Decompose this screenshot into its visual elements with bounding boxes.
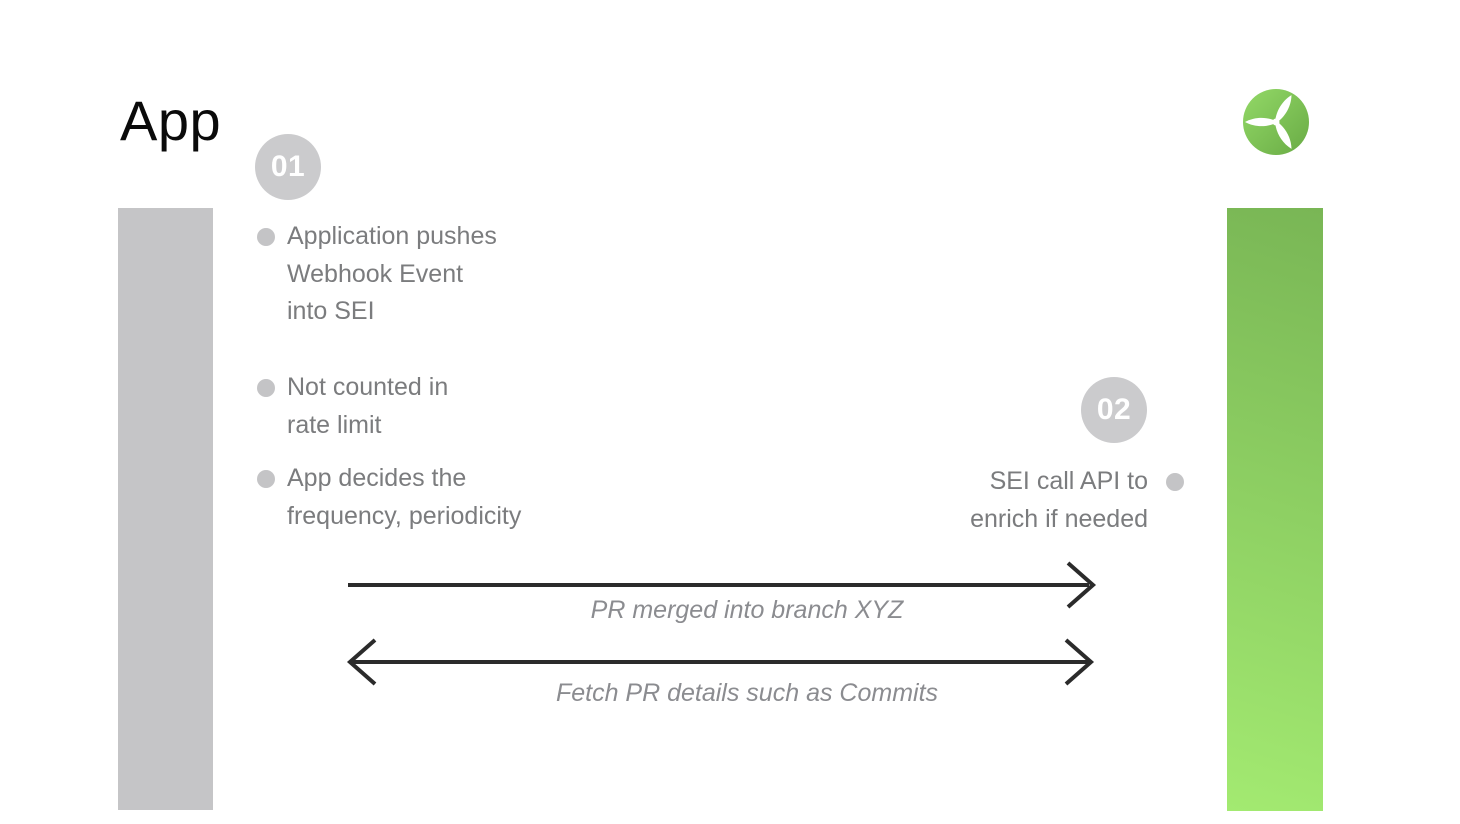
- list-item: Application pushes Webhook Event into SE…: [257, 218, 497, 331]
- note-text: Not counted in rate limit: [287, 373, 449, 439]
- step-badge-01: 01: [255, 134, 321, 200]
- list-item: SEI call API to enrich if needed: [970, 463, 1184, 538]
- app-lane-bar: [118, 208, 213, 810]
- arrows-layer: [346, 561, 1097, 686]
- list-item: App decides the frequency, periodicity: [257, 460, 521, 535]
- note-text: App decides the frequency, periodicity: [287, 464, 522, 530]
- step-badge-02-label: 02: [1096, 393, 1132, 426]
- sei-lane-bar: [1227, 208, 1323, 811]
- arrow-fetch-details: [346, 638, 1095, 686]
- arrow-label-backward: Fetch PR details such as Commits: [555, 679, 939, 707]
- note-text: SEI call API to enrich if needed: [970, 467, 1148, 533]
- bullet-dot-icon: [257, 379, 275, 397]
- arrow-label-forward: PR merged into branch XYZ: [590, 596, 904, 624]
- note-text: Application pushes Webhook Event into SE…: [287, 222, 497, 325]
- step-badge-01-label: 01: [270, 150, 306, 183]
- step-badge-02: 02: [1081, 377, 1147, 443]
- list-item: Not counted in rate limit: [257, 369, 448, 444]
- bullet-dot-icon: [257, 228, 275, 246]
- page-title: App: [120, 89, 222, 152]
- bullet-dot-icon: [257, 470, 275, 488]
- arrow-pr-merged: [348, 561, 1097, 609]
- bullet-dot-icon: [1166, 473, 1184, 491]
- propeller-logo-icon: [1243, 89, 1309, 155]
